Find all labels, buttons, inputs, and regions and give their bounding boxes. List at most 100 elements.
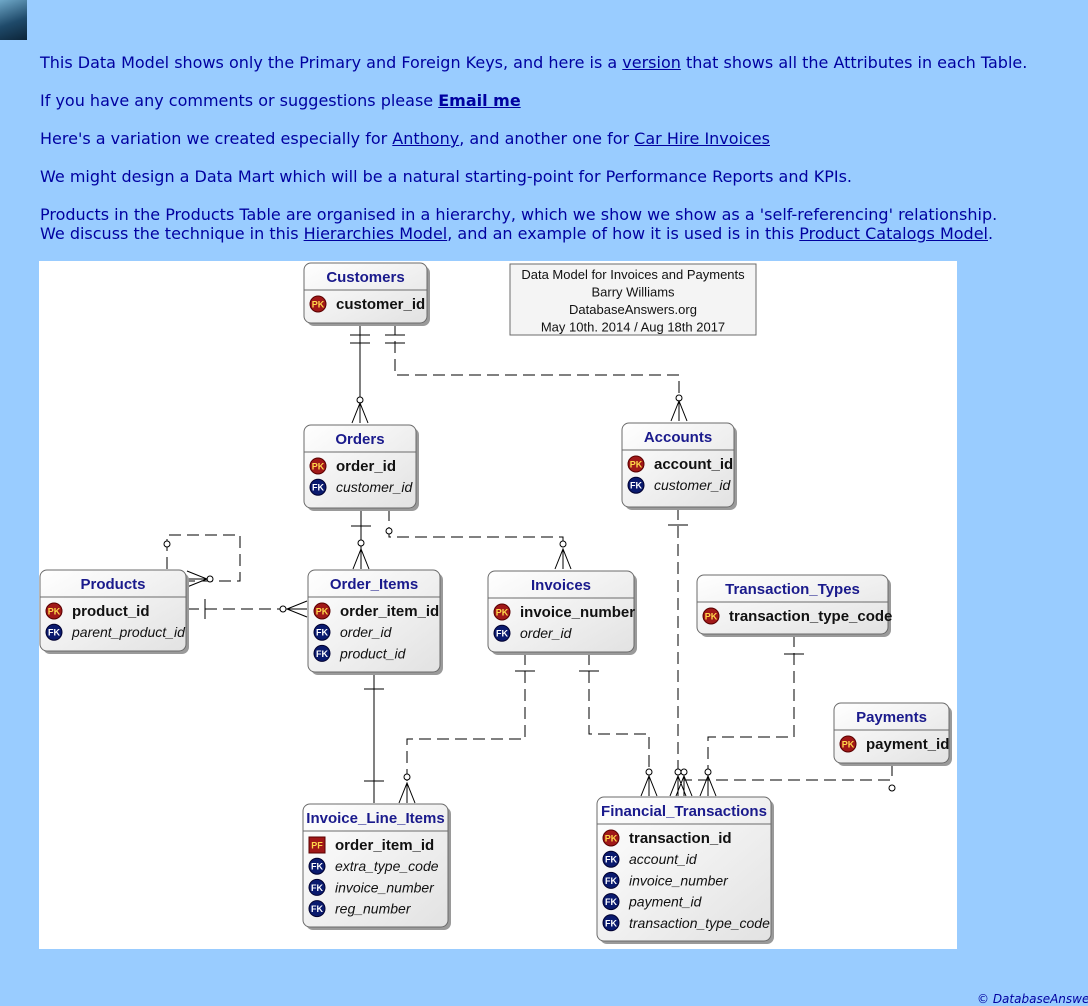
rel-invoices-fintrans [588,653,650,796]
crowfoot-marker [675,774,693,797]
pk-key-icon: PK [602,829,620,847]
one-marker [350,334,370,344]
crowfoot-marker [285,600,308,618]
pk-key-icon: PK [309,295,327,313]
attribute-name: payment_id [866,736,949,753]
key-label: FK [630,481,642,491]
optional-marker [403,773,411,781]
fk-key-icon: FK [45,623,63,641]
key-label: PK [48,607,61,617]
fk-key-icon: FK [602,871,620,889]
anthony-link[interactable]: Anthony [392,129,460,148]
info-line: Barry Williams [591,285,675,300]
attribute-name: transaction_type_code [729,608,892,625]
optional-marker [704,768,712,776]
car-hire-invoices-link[interactable]: Car Hire Invoices [634,129,770,148]
attribute-name: transaction_type_code [629,915,770,931]
intro-paragraph-1: This Data Model shows only the Primary a… [40,53,1027,72]
attribute-name: order_id [336,458,396,475]
key-label: PK [630,460,643,470]
relationship-lines [163,323,896,804]
attribute-name: invoice_number [629,872,729,888]
entity-title: Customers [326,269,404,286]
intro-paragraph-4: We might design a Data Mart which will b… [40,167,853,186]
crowfoot-marker [186,570,209,588]
entity-title: Orders [335,431,384,448]
optional-marker [680,768,688,776]
key-label: FK [48,628,60,638]
pk-key-icon: PK [493,603,511,621]
crowfoot-marker [352,547,370,570]
erd-canvas: Data Model for Invoices and PaymentsBarr… [39,262,952,944]
key-label: FK [605,876,617,886]
rel-transtypes-fintrans [707,635,795,796]
attribute-name: parent_product_id [71,624,186,640]
entity-box [833,702,950,764]
one-marker [385,334,405,344]
entity-box [303,424,417,509]
intro-text: . [988,224,994,243]
entity-title: Invoices [531,577,591,594]
optional-marker [559,540,567,548]
fk-key-icon: FK [602,850,620,868]
entity-title: Financial_Transactions [601,803,767,820]
optional-marker [357,539,365,547]
entity-box [596,796,772,942]
pk-key-icon: PK [702,607,720,625]
entity-box [302,803,449,928]
entity-box [696,574,889,635]
crowfoot-marker [554,547,572,570]
pf-key-icon: PF [308,836,326,854]
intro-paragraph-3: Here's a variation we created especially… [40,129,770,148]
attribute-name: account_id [654,456,733,473]
hierarchies-model-link[interactable]: Hierarchies Model [303,224,448,243]
info-line: May 10th. 2014 / Aug 18th 2017 [541,320,725,335]
entity-title: Transaction_Types [725,581,860,598]
intro-text: We discuss the technique in this [40,224,304,243]
key-label: FK [311,862,323,872]
rel-payments-fintrans [683,764,893,796]
fk-key-icon: FK [308,857,326,875]
key-label: PK [705,612,718,622]
pk-key-icon: PK [627,455,645,473]
crowfoot-marker [669,774,687,797]
intro-text: This Data Model shows only the Primary a… [40,53,623,72]
attribute-name: order_id [340,624,393,640]
entity-title: Products [80,576,145,593]
attribute-name: order_item_id [340,603,439,620]
fk-key-icon: FK [602,914,620,932]
fk-key-icon: FK [308,878,326,896]
optional-marker [279,605,287,613]
crowfoot-marker [398,781,416,804]
entity-box [307,569,441,673]
key-label: PF [311,841,323,851]
version-link[interactable]: version [622,53,681,72]
attribute-name: invoice_number [335,879,435,895]
pk-key-icon: PK [839,735,857,753]
intro-text: , and another one for [459,129,635,148]
entity-box [303,262,428,324]
attribute-name: transaction_id [629,830,732,847]
email-link[interactable]: Email me [438,91,521,110]
intro-text: that shows all the Attributes in each Ta… [680,53,1028,72]
attribute-name: customer_id [336,479,413,495]
crowfoot-marker [640,774,658,797]
attribute-name: customer_id [654,477,731,493]
attribute-name: payment_id [628,894,703,910]
key-label: PK [312,300,325,310]
info-box-frame [509,263,757,336]
key-label: FK [496,629,508,639]
one-marker [364,688,384,782]
attribute-name: customer_id [336,296,425,313]
key-label: FK [311,883,323,893]
fk-key-icon: FK [309,478,327,496]
product-catalogs-model-link[interactable]: Product Catalogs Model [799,224,988,243]
attribute-name: order_id [520,625,573,641]
pk-key-icon: PK [45,602,63,620]
